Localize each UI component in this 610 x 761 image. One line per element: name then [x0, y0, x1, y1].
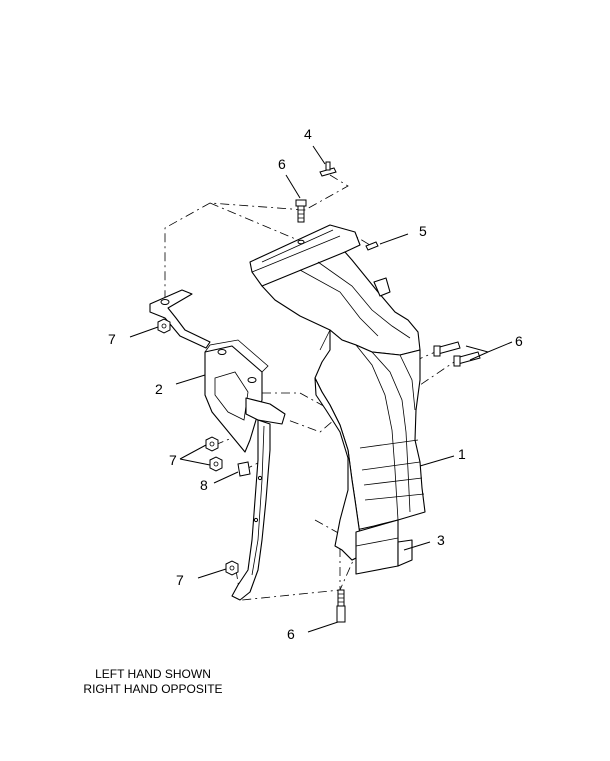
callouts: 1 2 3 4 5 6 6 6 7 7 7 8: [108, 126, 523, 642]
note-line-2: RIGHT HAND OPPOSITE: [83, 682, 223, 696]
callout-8: 8: [200, 477, 208, 493]
nut-item-7-lower: [225, 560, 239, 576]
nut-item-7-upper: [157, 318, 171, 334]
nuts-item-7-mid: [205, 436, 223, 472]
callout-6-right: 6: [515, 333, 523, 349]
callout-3: 3: [437, 532, 445, 548]
screw-item-4: [319, 161, 337, 177]
callout-7-upper: 7: [108, 331, 116, 347]
duct-shroud-part-1: [249, 224, 426, 561]
callout-7-mid: 7: [169, 452, 177, 468]
callout-2: 2: [155, 381, 163, 397]
clip-item-8: [237, 461, 251, 477]
callout-7-lower: 7: [176, 572, 184, 588]
orientation-note: LEFT HAND SHOWN RIGHT HAND OPPOSITE: [68, 667, 238, 697]
screw-item-5: [365, 241, 379, 251]
bracket-part-2: [149, 289, 286, 601]
bolt-item-6-bottom: [336, 589, 346, 623]
callout-6-bottom: 6: [287, 626, 295, 642]
callout-4: 4: [304, 126, 312, 142]
flap-part-3: [355, 519, 413, 575]
leader-lines: [129, 145, 513, 633]
callout-1: 1: [458, 446, 466, 462]
callout-6-top: 6: [278, 156, 286, 172]
bolts-item-6-right: [433, 341, 481, 367]
note-line-1: LEFT HAND SHOWN: [95, 667, 211, 681]
callout-5: 5: [419, 223, 427, 239]
bolt-item-6-top: [295, 199, 307, 245]
